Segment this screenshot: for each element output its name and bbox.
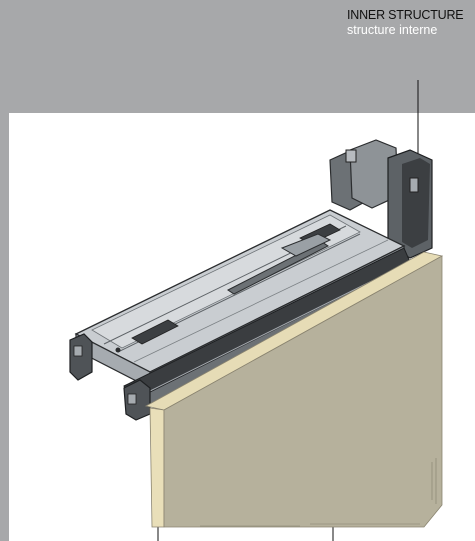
- door-panel-drawing: [144, 251, 444, 528]
- panel-side-edge: [149, 407, 165, 528]
- callout-subtitle: structure interne: [347, 23, 438, 37]
- callout-title: INNER STRUCTURE: [347, 8, 464, 22]
- panel-face: [163, 255, 443, 528]
